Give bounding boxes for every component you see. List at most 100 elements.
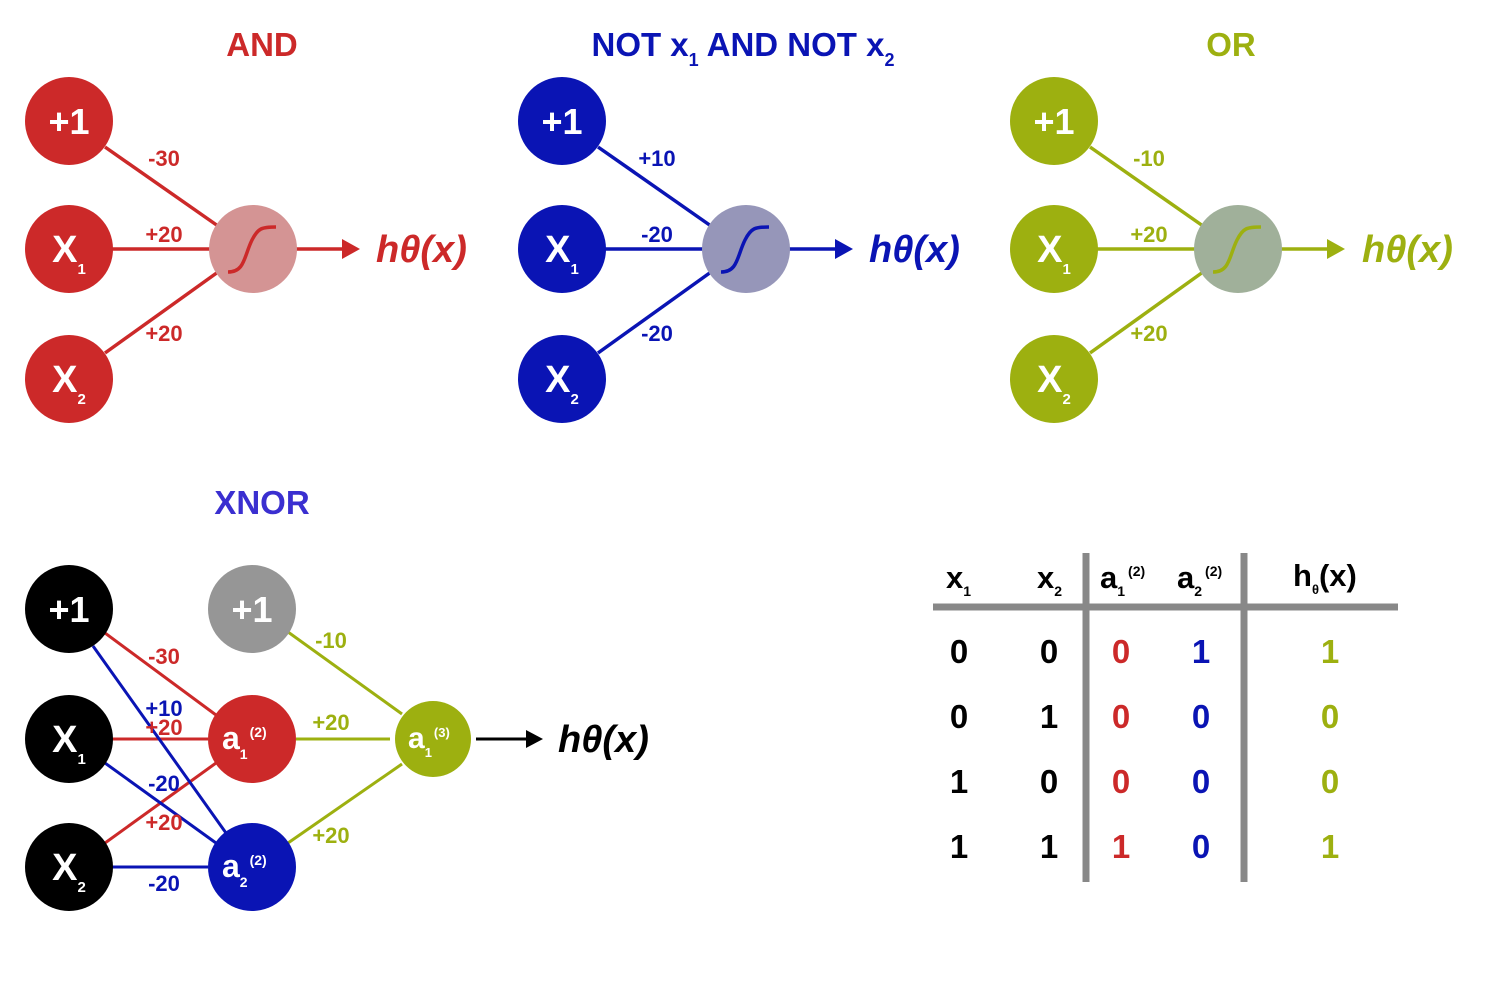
xnor-weight-bias-out: -10: [315, 628, 347, 653]
not-x1-label: X1: [545, 229, 579, 278]
xnor-network: XNOR +1 X1 X2 +1 a1(2) a2(: [25, 484, 649, 911]
or-gate: OR +1 X1 X2 -10 +20 +20 hθ(x): [1010, 26, 1453, 423]
table-cell-r1-a2: 1: [1192, 633, 1210, 670]
xnor-edge-x1-a2: [104, 761, 217, 845]
xnor-weight-x1-a2: -20: [148, 771, 180, 796]
or-node-x2: [1010, 335, 1098, 423]
or-sigmoid-node: [1194, 205, 1282, 293]
xnor-a2-layer2-label: a2(2): [222, 848, 267, 890]
or-edge-bias: [1088, 145, 1205, 228]
table-cell-r3-a2: 0: [1192, 763, 1210, 800]
not-gate: NOT x1 AND NOT x2 +1 X1 X2 +10 -20 -20 h…: [518, 26, 960, 423]
xnor-title: XNOR: [214, 484, 310, 521]
not-edge-x2: [596, 270, 713, 355]
xnor-arrowhead: [526, 730, 543, 748]
table-cell-r4-h: 1: [1321, 828, 1339, 865]
not-title: NOT x1 AND NOT x2: [591, 26, 894, 70]
and-weight-x1: +20: [145, 222, 182, 247]
or-title: OR: [1206, 26, 1256, 63]
not-edge-bias: [596, 145, 713, 228]
xnor-weight-a1-out: +20: [312, 710, 349, 735]
not-output-label: hθ(x): [869, 229, 960, 271]
and-edge-x2: [103, 270, 220, 355]
xnor-node-x1: [25, 695, 113, 783]
not-node-x1: [518, 205, 606, 293]
xnor-a1-layer2-label: a1(2): [222, 720, 267, 762]
not-weight-x1: -20: [641, 222, 673, 247]
xnor-edge-bias-a1: [104, 631, 217, 717]
table-cell-r2-h: 0: [1321, 698, 1339, 735]
xnor-weight-bias-a1: -30: [148, 644, 180, 669]
table-cell-r2-a1: 0: [1112, 698, 1130, 735]
not-weight-x2: -20: [641, 321, 673, 346]
and-x1-label: X1: [52, 229, 86, 278]
and-arrowhead: [342, 239, 360, 259]
table-cell-r3-x2: 0: [1040, 763, 1058, 800]
table-cell-r4-a2: 0: [1192, 828, 1210, 865]
or-arrowhead: [1327, 239, 1345, 259]
xnor-weight-bias-a2: +10: [145, 696, 182, 721]
not-bias-label: +1: [541, 101, 582, 142]
or-weight-x2: +20: [1130, 321, 1167, 346]
table-cell-r1-x1: 0: [950, 633, 968, 670]
xnor-node-bias1: [25, 565, 113, 653]
and-sigmoid-curve-icon: [227, 225, 277, 274]
not-node-bias: [518, 77, 606, 165]
or-x1-label: X1: [1037, 229, 1071, 278]
table-header-h: hθ(x): [1293, 558, 1357, 597]
xnor-node-a1-layer2: [208, 695, 296, 783]
not-edges: [596, 145, 839, 355]
not-sigmoid-node: [702, 205, 790, 293]
xnor-edges: [91, 630, 530, 869]
or-edge-x2: [1088, 270, 1205, 355]
and-output-label: hθ(x): [376, 229, 467, 271]
and-gate: AND +1 X1 X2 -30 +20 +20 hθ(x): [25, 26, 467, 423]
xnor-x1-label: X1: [52, 719, 86, 768]
xnor-weight-x2-a1: +20: [145, 810, 182, 835]
or-weight-x1: +20: [1130, 222, 1167, 247]
table-cell-r3-x1: 1: [950, 763, 968, 800]
and-node-x2: [25, 335, 113, 423]
xnor-output-label: hθ(x): [558, 719, 649, 761]
xnor-node-bias2: [208, 565, 296, 653]
not-weight-bias: +10: [638, 146, 675, 171]
table-header-a1: a1(2): [1100, 560, 1145, 599]
xnor-weight-x2-a2: -20: [148, 871, 180, 896]
xnor-node-a1-layer3: [395, 701, 471, 777]
not-node-x2: [518, 335, 606, 423]
not-x2-label: X2: [545, 359, 579, 408]
table-cell-r2-a2: 0: [1192, 698, 1210, 735]
xnor-bias1-label: +1: [48, 589, 89, 630]
not-sigmoid-curve-icon: [720, 225, 770, 274]
table-cell-r3-h: 0: [1321, 763, 1339, 800]
or-weight-bias: -10: [1133, 146, 1165, 171]
xnor-weight-x1-a1: +20: [145, 715, 182, 740]
table-cell-r4-a1: 1: [1112, 828, 1130, 865]
xnor-x2-label: X2: [52, 847, 86, 896]
or-bias-label: +1: [1033, 101, 1074, 142]
and-node-bias: [25, 77, 113, 165]
and-title: AND: [226, 26, 298, 63]
or-x2-label: X2: [1037, 359, 1071, 408]
truth-table: x1 x2 a1(2) a2(2) hθ(x) 0 0 0 1 1 0 1 0 0 0 1 0 0 0 0 1…: [933, 553, 1398, 882]
and-x2-label: X2: [52, 359, 86, 408]
and-sigmoid-node: [209, 205, 297, 293]
and-bias-label: +1: [48, 101, 89, 142]
table-cell-r4-x1: 1: [950, 828, 968, 865]
table-header-x2: x2: [1037, 560, 1062, 599]
xnor-edge-bias-a2: [91, 645, 228, 834]
and-edge-bias: [103, 145, 220, 228]
table-header-x1: x1: [946, 560, 971, 599]
table-cell-r1-x2: 0: [1040, 633, 1058, 670]
and-edges: [103, 145, 346, 355]
and-weight-x2: +20: [145, 321, 182, 346]
and-weight-bias: -30: [148, 146, 180, 171]
table-header-a2: a2(2): [1177, 560, 1222, 599]
table-cell-r3-a1: 0: [1112, 763, 1130, 800]
table-cell-r1-a1: 0: [1112, 633, 1130, 670]
xnor-weight-a2-out: +20: [312, 823, 349, 848]
table-cell-r2-x1: 0: [950, 698, 968, 735]
or-node-bias: [1010, 77, 1098, 165]
